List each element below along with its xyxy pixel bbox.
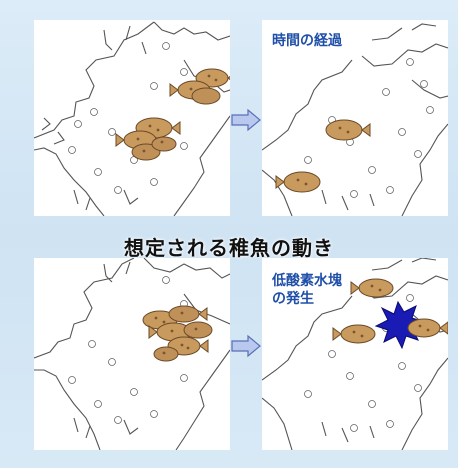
panel-top-right: 時間の経過 (262, 20, 448, 216)
flatfish-icon (275, 171, 321, 193)
panel-bottom-left (34, 258, 230, 450)
bay-map (262, 23, 448, 216)
panel-top-left (34, 20, 230, 216)
flatfish-icon (142, 305, 213, 362)
right-arrow-icon (231, 334, 261, 358)
hypoxia-label-line1: 低酸素水塊 (272, 273, 342, 289)
flatfish-icon (325, 119, 371, 141)
diagram-title: 想定される稚魚の動き (124, 236, 334, 260)
bay-map (34, 258, 230, 450)
panel-bottom-right: 低酸素水塊 の発生 (262, 258, 448, 450)
bay-map (262, 258, 448, 450)
time-elapsed-label: 時間の経過 (272, 33, 342, 49)
flatfish-icon (407, 318, 448, 338)
flatfish-icon (115, 117, 181, 161)
flatfish-icon (350, 278, 394, 298)
flatfish-icon (332, 324, 376, 344)
bay-map (34, 21, 230, 216)
flatfish-icon (169, 68, 230, 105)
right-arrow-icon (231, 108, 261, 132)
hypoxia-label-line2: の発生 (272, 291, 314, 307)
hypoxia-burst-icon (374, 300, 426, 350)
